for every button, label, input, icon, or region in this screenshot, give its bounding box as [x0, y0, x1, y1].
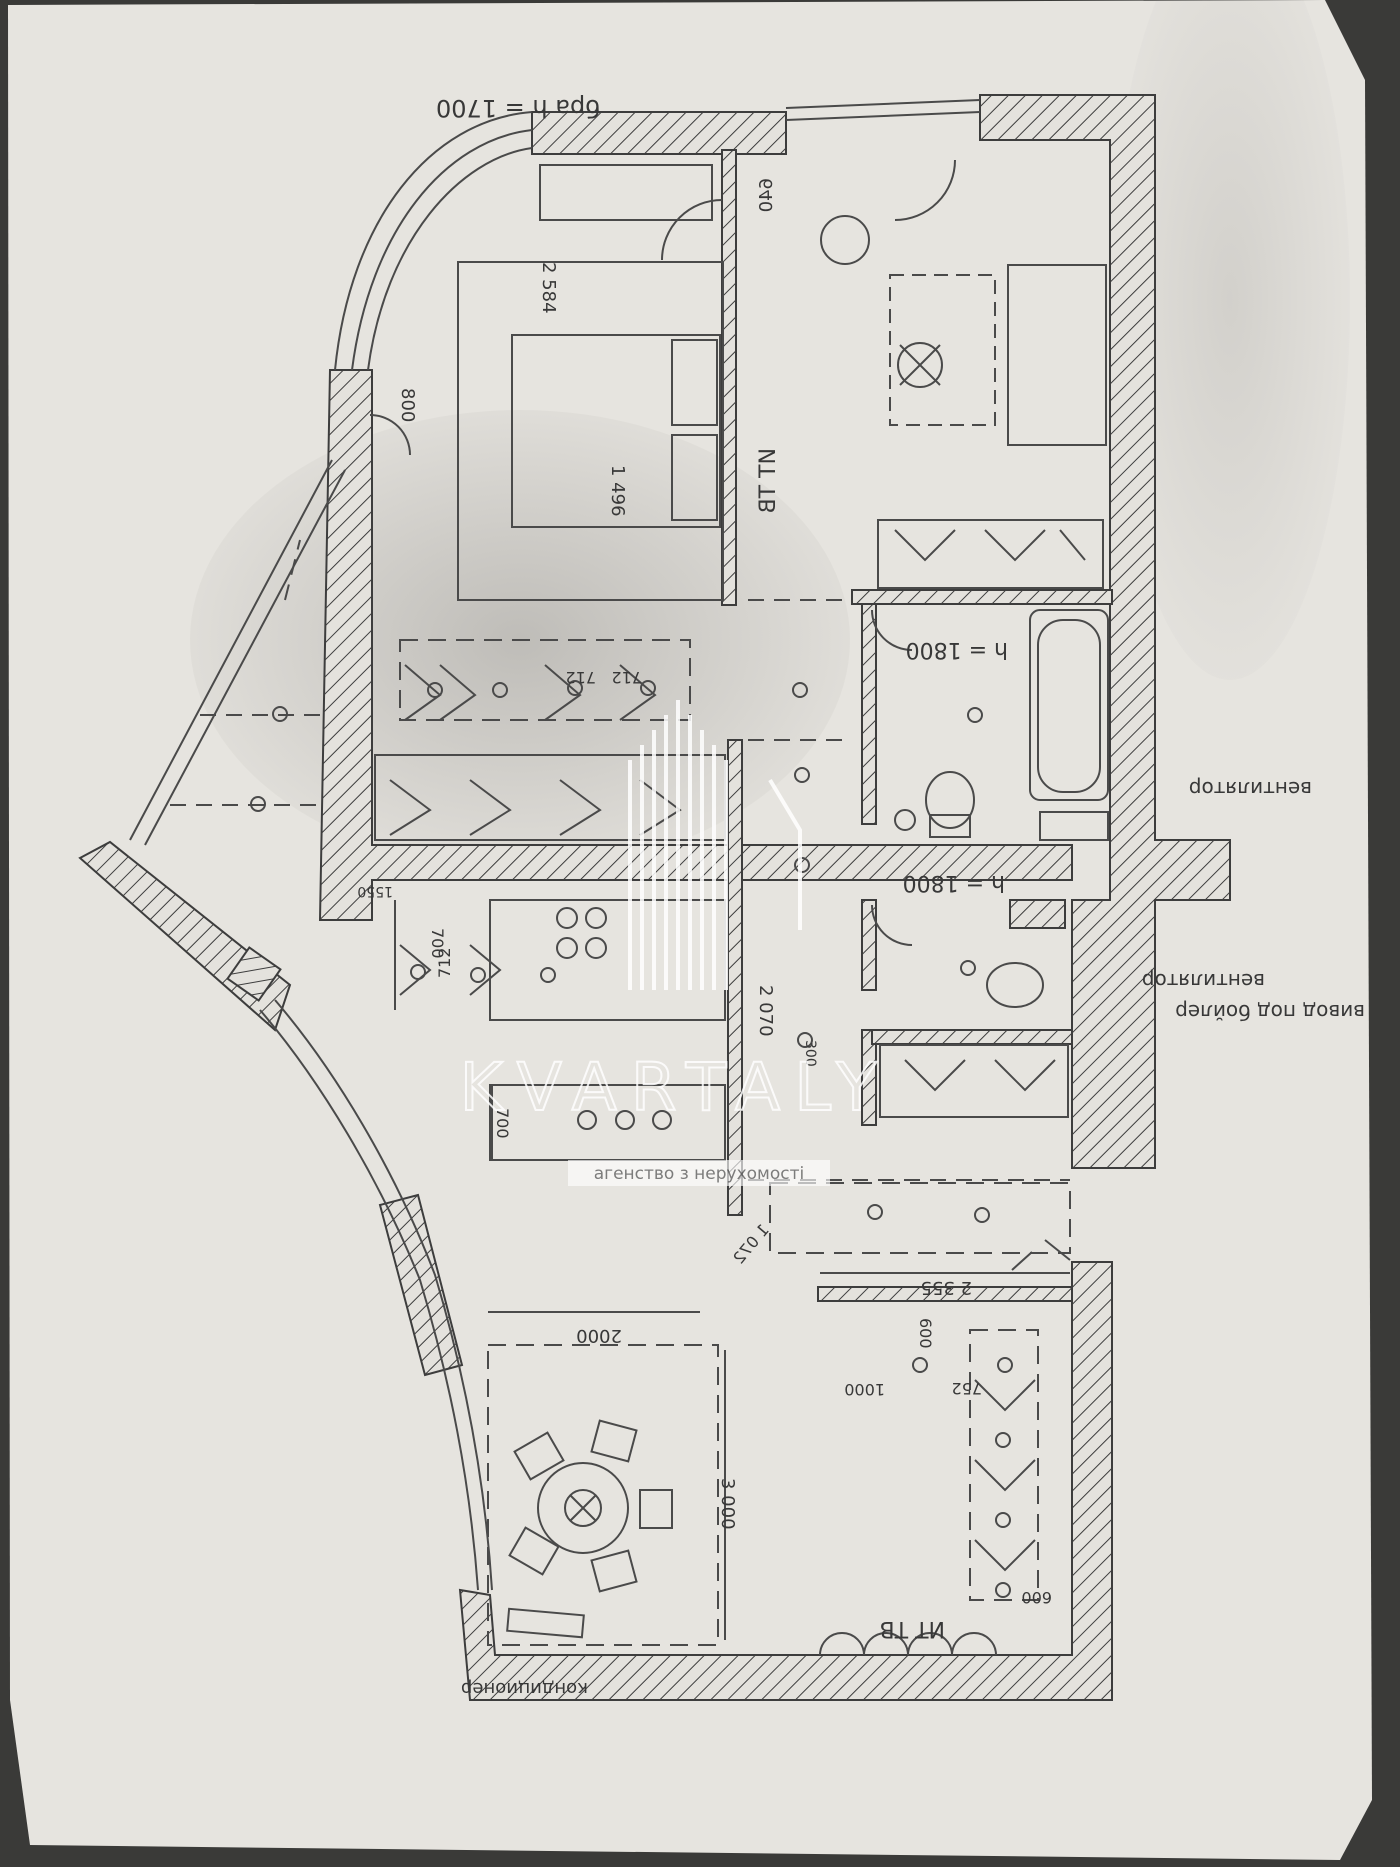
label-it-tv-living: ИТ ТВ: [880, 1616, 945, 1641]
label-h1800-bath: h = 1800: [906, 637, 1008, 662]
conditioner-unit: [506, 1607, 585, 1639]
door-wc: [871, 904, 913, 946]
bidet: [894, 809, 916, 831]
coffee-table-zone: [889, 274, 996, 426]
wall-corridor-left: [727, 739, 743, 1216]
label-boiler: вивод под бойлер: [1175, 1000, 1365, 1024]
door-livingroom: [894, 159, 956, 221]
door-bedroom: [661, 199, 723, 261]
door-bath: [871, 609, 913, 651]
bedroom-rug: [457, 261, 724, 601]
wall-living-outer: [458, 1261, 1113, 1701]
wall-left-upper: [318, 369, 1073, 921]
label-dim-600b: 600: [1021, 1588, 1052, 1607]
wall-bath-left: [861, 603, 877, 825]
wall-shaft: [1009, 899, 1066, 929]
double-bed: [511, 334, 721, 528]
spot-zone: [969, 1329, 1039, 1601]
armchair-round: [820, 215, 870, 265]
label-h1800-wc: h = 1800: [903, 870, 1005, 895]
kvartaly-watermark: KVARTALY агенство з нерухомості: [458, 700, 890, 1186]
wall-hall-left: [861, 1029, 877, 1126]
watermark-tagline: агенство з нерухомості: [594, 1164, 805, 1184]
paper-crease: [1110, 0, 1350, 680]
label-window-height: бра h = 1700: [436, 94, 600, 122]
wall-top-left: [531, 111, 787, 155]
label-dim-752: 752: [951, 1379, 982, 1398]
tv-wall-niche: [819, 1632, 997, 1656]
wall-right-upper: [979, 94, 1231, 1169]
column-balcony: [226, 946, 282, 1002]
label-dim-2355: 2 355: [920, 1277, 972, 1298]
dining-table: [537, 1462, 629, 1554]
label-dim-700b: 700: [493, 1108, 512, 1139]
label-vent-1: вентилятор: [1189, 777, 1312, 801]
furniture: [170, 159, 1109, 1656]
toilet-2: [986, 962, 1044, 1008]
wall-wc-bottom: [871, 1029, 1073, 1045]
watermark-logo-icon: [628, 700, 802, 990]
label-dim-3000: 3 000: [717, 1478, 738, 1530]
label-it-tv-bedroom: ИТ ТВ: [756, 448, 781, 513]
label-dim-700a: 700: [428, 928, 447, 959]
label-dim-300: 300: [802, 1040, 818, 1067]
label-dim-2070: 2 070: [755, 985, 776, 1037]
label-dim-712b: 712: [565, 668, 596, 687]
wall-wc-left: [861, 899, 877, 991]
label-dim-800: 800: [397, 388, 418, 422]
bathtub: [1029, 609, 1109, 801]
label-dim-2584: 2 584: [538, 262, 559, 314]
label-dim-2000: 2000: [576, 1325, 622, 1346]
label-dim-712a: 712: [611, 668, 642, 687]
tv-stand: [877, 519, 1104, 589]
bedroom-wardrobe: [539, 164, 713, 221]
sofa: [1007, 264, 1107, 446]
label-dim-1496: 1 496: [607, 465, 628, 517]
door-balcony: [369, 414, 411, 456]
spot-lights: [250, 680, 1013, 1598]
label-conditioner: кондиционер: [461, 1678, 588, 1699]
plan-labels: бра h = 1700 640 2 584 800 1 496 ИТ ТВ h…: [357, 94, 1365, 1699]
label-dim-1000: 1000: [844, 1380, 885, 1399]
label-dim-1550: 1550: [357, 883, 393, 899]
ceiling-light-1: [897, 342, 943, 388]
wall-bath-top: [851, 589, 1113, 605]
dining-zone: [487, 1344, 719, 1646]
watermark-brand: KVARTALY: [459, 1049, 890, 1126]
toilet-1: [925, 771, 975, 829]
storage-closet: [879, 1044, 1069, 1118]
label-dim-600a: 600: [916, 1318, 935, 1349]
label-dim-640: 640: [756, 178, 777, 212]
hall-zone: [769, 1182, 1071, 1254]
label-vent-2: вентилятор: [1142, 969, 1265, 993]
label-dim-712c: 712: [435, 947, 454, 978]
facade-windows: [129, 99, 981, 1591]
wall-bedroom-right: [721, 149, 737, 606]
